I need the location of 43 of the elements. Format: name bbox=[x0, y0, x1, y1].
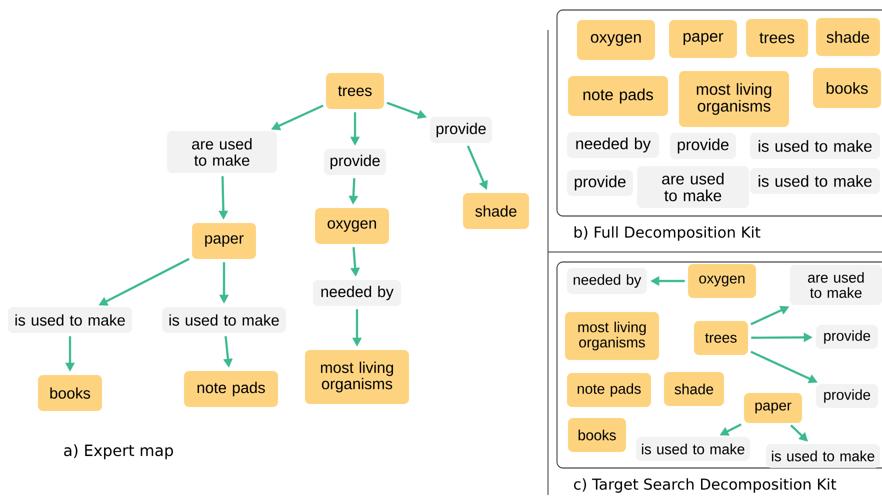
concept-box: oxygen bbox=[315, 208, 389, 244]
concept-box: note pads bbox=[568, 76, 668, 116]
linking-phrase-box: provide bbox=[324, 149, 386, 175]
linking-phrase-box: needed by bbox=[313, 280, 401, 306]
concept-box: paper bbox=[669, 20, 737, 58]
concept-box: books bbox=[38, 375, 102, 411]
concept-box: paper bbox=[192, 223, 256, 259]
linking-phrase-box: provide bbox=[670, 133, 736, 159]
concept-box: note pads bbox=[567, 373, 651, 407]
linking-phrase-box: needed by bbox=[567, 132, 659, 158]
linking-phrase-box: is used to make bbox=[750, 133, 880, 159]
panel-heading: a) Expert map bbox=[64, 444, 173, 460]
linking-phrase-box: provide bbox=[567, 170, 633, 196]
linking-phrase-box: is used to make bbox=[162, 307, 286, 333]
concept-box: most living organisms bbox=[305, 350, 409, 404]
concept-box: shade bbox=[816, 18, 880, 56]
concept-box: trees bbox=[326, 73, 384, 109]
linking-phrase-box: needed by bbox=[567, 268, 647, 294]
concept-box: books bbox=[568, 418, 626, 452]
concept-box: books bbox=[813, 68, 881, 108]
linking-phrase-box: are used to make bbox=[790, 265, 882, 305]
panel-heading: b) Full Decomposition Kit bbox=[574, 226, 760, 241]
linking-phrase-box: provide bbox=[816, 325, 878, 349]
concept-box: most living organisms bbox=[565, 312, 659, 360]
panel-heading: c) Target Search Decomposition Kit bbox=[574, 478, 836, 493]
linking-phrase-box: is used to make bbox=[750, 168, 880, 194]
linking-phrase-box: are used to make bbox=[167, 131, 277, 173]
concept-box: shade bbox=[664, 372, 724, 406]
concept-box: trees bbox=[746, 19, 808, 57]
linking-phrase-box: is used to make bbox=[636, 437, 750, 461]
node-label: is used to make bbox=[758, 175, 872, 187]
linking-phrase-box: provide bbox=[430, 117, 492, 143]
linking-phrase-box: provide bbox=[816, 384, 878, 408]
concept-box: oxygen bbox=[577, 20, 655, 60]
concept-box: note pads bbox=[184, 371, 278, 407]
linking-phrase-box: is used to make bbox=[8, 307, 132, 333]
concept-box: oxygen bbox=[688, 264, 756, 298]
concept-box: paper bbox=[744, 393, 802, 423]
linking-phrase-box: are used to make bbox=[637, 166, 749, 208]
linking-phrase-box: is used to make bbox=[766, 444, 880, 468]
concept-box: shade bbox=[463, 193, 529, 229]
concept-box: most living organisms bbox=[679, 71, 789, 127]
concept-box: trees bbox=[694, 321, 748, 355]
